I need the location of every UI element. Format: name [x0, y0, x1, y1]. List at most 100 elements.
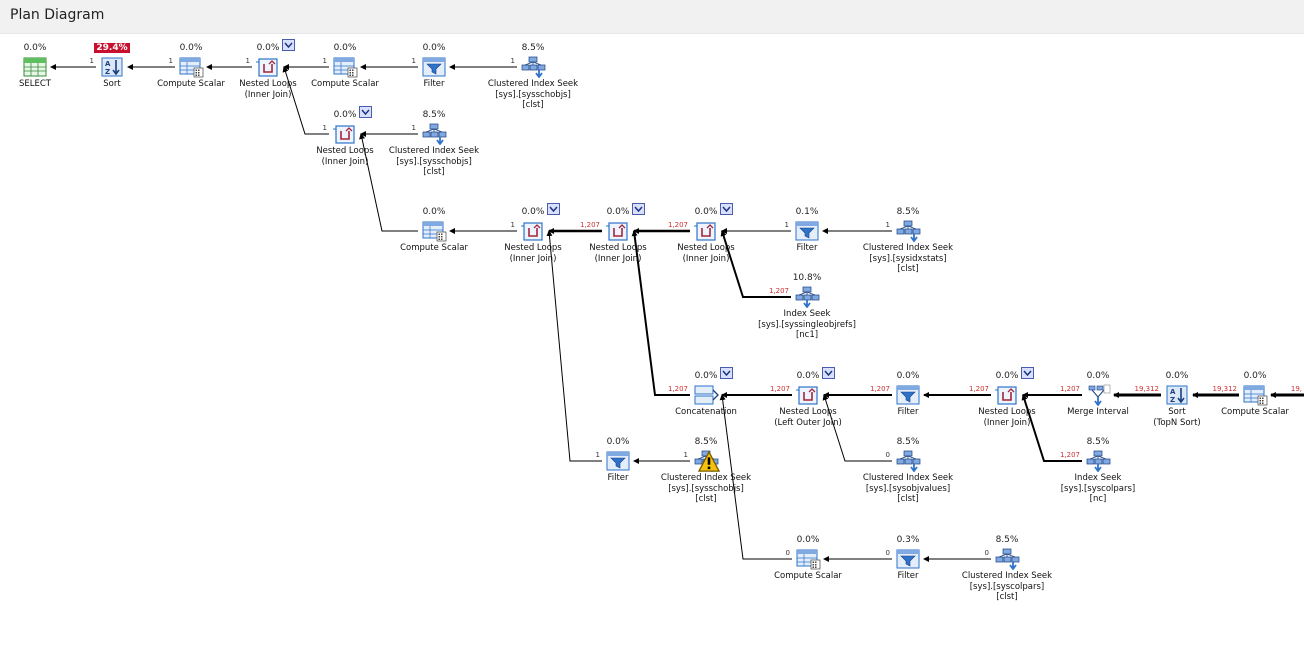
expand-chevron-down-icon[interactable] [1021, 367, 1034, 379]
expand-chevron-down-icon[interactable] [822, 367, 835, 379]
operator-cost: 0.0% [676, 206, 736, 218]
compute-scalar-icon[interactable] [178, 56, 204, 78]
filter-icon[interactable] [605, 450, 631, 472]
operator-cost: 29.4% [82, 42, 142, 54]
expand-chevron-down-icon[interactable] [632, 203, 645, 215]
operator-label: Clustered Index Seek[sys].[sysschobjs][c… [478, 79, 588, 111]
clustered-index-seek-icon[interactable] [421, 123, 447, 145]
operator-label: Compute Scalar [379, 243, 489, 254]
operator-label: Nested Loops(Inner Join) [952, 407, 1062, 428]
edge-row-count: 1 [510, 57, 515, 65]
operator-label-line: SELECT [19, 79, 51, 89]
operator-cost-value: 29.4% [94, 43, 130, 53]
clustered-index-seek-icon[interactable] [520, 56, 546, 78]
filter-icon[interactable] [895, 384, 921, 406]
plan-edge[interactable] [720, 230, 791, 298]
operator-label-line: Compute Scalar [157, 79, 225, 89]
select-result-icon[interactable] [22, 56, 48, 78]
expand-chevron-down-icon[interactable] [359, 106, 372, 118]
svg-text:Z: Z [1170, 396, 1175, 404]
operator-label: Concatenation [651, 407, 761, 418]
operator-cost-value: 8.5% [995, 535, 1019, 545]
clustered-index-seek-icon[interactable] [693, 450, 721, 472]
clustered-index-seek-icon[interactable] [895, 220, 921, 242]
operator-cost: 8.5% [878, 206, 938, 218]
operator-cost: 8.5% [878, 436, 938, 448]
svg-text:A: A [105, 60, 111, 68]
edge-row-count: 1 [885, 221, 890, 229]
index-seek-icon[interactable] [1085, 450, 1111, 472]
plan-edge[interactable] [719, 394, 792, 560]
expand-chevron-down-icon[interactable] [282, 39, 295, 51]
clustered-index-seek-icon[interactable] [994, 548, 1020, 570]
nested-loops-icon[interactable] [605, 220, 631, 242]
edge-row-count: 19,312 [1212, 385, 1238, 393]
edge-row-count: 1 [322, 124, 327, 132]
operator-label-line: [sys].[syscolpars] [969, 581, 1045, 592]
expand-chevron-down-icon[interactable] [720, 367, 733, 379]
edge-row-count: 1 [411, 124, 416, 132]
operator-cost-value: 0.0% [896, 371, 920, 381]
edge-row-count: 1,207 [869, 385, 890, 393]
operator-label-line: Nested Loops [316, 146, 374, 156]
operator-label-line: Filter [796, 243, 818, 253]
edge-row-count: 1,207 [667, 385, 688, 393]
operator-cost-value: 0.1% [795, 207, 819, 217]
expand-chevron-down-icon[interactable] [547, 203, 560, 215]
operator-cost: 0.0% [977, 370, 1037, 382]
edge-row-count: 0 [984, 549, 989, 557]
operator-label: Nested Loops(Inner Join) [651, 243, 761, 264]
plan-edge[interactable] [1021, 394, 1082, 462]
operator-cost: 8.5% [977, 534, 1037, 546]
compute-scalar-icon[interactable] [795, 548, 821, 570]
operator-cost-value: 10.8% [792, 273, 822, 283]
operator-label-line: [sys].[syssingleobjrefs] [758, 319, 856, 330]
merge-interval-icon[interactable] [1085, 384, 1111, 406]
concatenation-icon[interactable] [693, 384, 719, 406]
window-title: Plan Diagram [10, 7, 105, 23]
nested-loops-icon[interactable] [520, 220, 546, 242]
operator-label-line: [sys].[sysschobjs] [495, 89, 571, 100]
operator-cost: 0.0% [404, 42, 464, 54]
operator-label-line: Nested Loops [504, 243, 562, 253]
nested-loops-icon[interactable] [693, 220, 719, 242]
operator-cost: 0.0% [5, 42, 65, 54]
filter-icon[interactable] [895, 548, 921, 570]
nested-loops-icon[interactable] [795, 384, 821, 406]
operator-label-line: [clst] [897, 264, 919, 274]
operator-label-line: Compute Scalar [311, 79, 379, 89]
operator-cost: 0.0% [588, 436, 648, 448]
expand-chevron-down-icon[interactable] [720, 203, 733, 215]
operator-cost-value: 8.5% [521, 43, 545, 53]
index-seek-icon[interactable] [794, 286, 820, 308]
operator-label-line: (Inner Join) [594, 253, 642, 264]
nested-loops-icon[interactable] [994, 384, 1020, 406]
edge-row-count: 0 [785, 549, 790, 557]
compute-scalar-icon[interactable] [1242, 384, 1268, 406]
plan-edge[interactable] [631, 230, 690, 396]
operator-cost-value: 8.5% [694, 437, 718, 447]
plan-edge[interactable] [282, 66, 329, 135]
operator-cost-value: 0.0% [796, 535, 820, 545]
plan-edge[interactable] [546, 230, 602, 462]
operator-cost-value: 8.5% [422, 110, 446, 120]
operator-cost: 8.5% [503, 42, 563, 54]
plan-edge[interactable] [359, 133, 418, 232]
filter-icon[interactable] [794, 220, 820, 242]
plan-edge[interactable] [822, 394, 892, 462]
compute-scalar-icon[interactable] [332, 56, 358, 78]
filter-icon[interactable] [421, 56, 447, 78]
clustered-index-seek-icon[interactable] [895, 450, 921, 472]
compute-scalar-icon[interactable] [421, 220, 447, 242]
operator-cost: 8.5% [676, 436, 736, 448]
operator-cost-value: 0.0% [521, 207, 545, 217]
operator-label: Compute Scalar [136, 79, 246, 90]
operator-label-line: Filter [897, 571, 919, 581]
operator-label: Nested Loops(Inner Join) [478, 243, 588, 264]
nested-loops-icon[interactable] [255, 56, 281, 78]
nested-loops-icon[interactable] [332, 123, 358, 145]
operator-cost: 10.8% [777, 272, 837, 284]
